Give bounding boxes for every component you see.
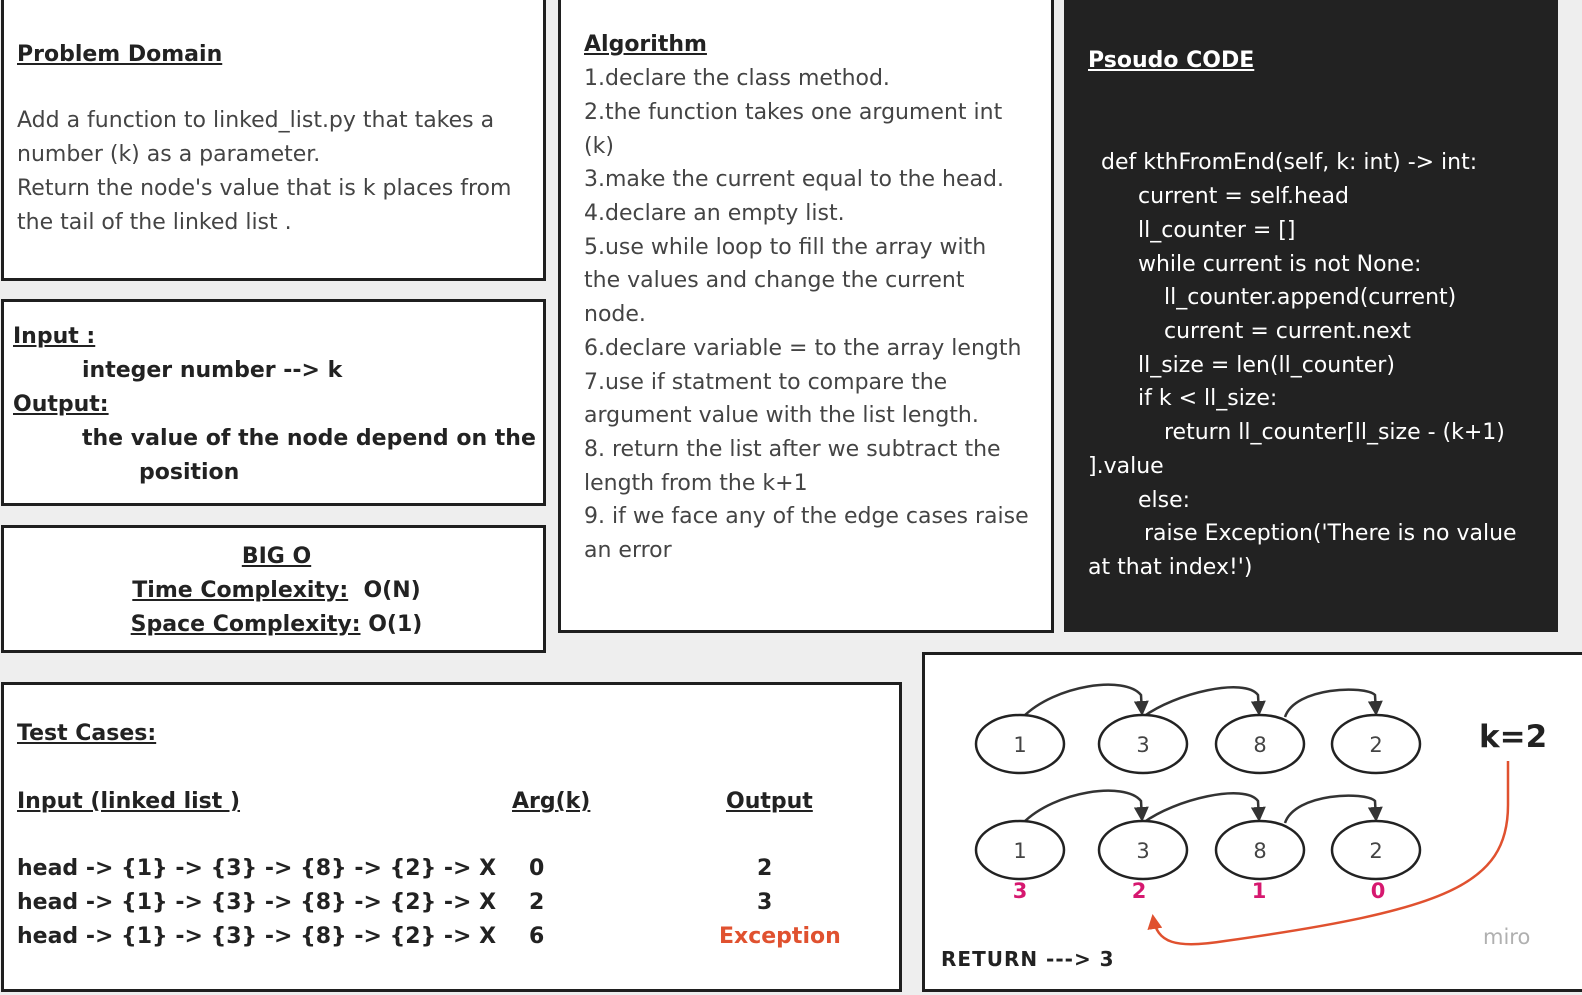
node-value: 1 [1013, 839, 1026, 863]
node-value: 3 [1136, 839, 1149, 863]
algorithm-line: 8. return the list after we subtract the [584, 437, 1001, 462]
algorithm-line: (k) [584, 134, 614, 159]
index-label: 2 [1132, 879, 1147, 903]
code-line: current = self.head [1138, 184, 1349, 209]
algorithm-line: length from the k+1 [584, 471, 808, 496]
next-pointer-arrow [1283, 688, 1383, 718]
test-input: head -> {1} -> {3} -> {8} -> {2} -> X [17, 890, 497, 915]
input-output-card: Input : integer number --> k Output: the… [1, 299, 546, 506]
index-label: 1 [1252, 879, 1267, 903]
big-o-card: BIG O Time Complexity: O(N) Space Comple… [1, 525, 546, 653]
algorithm-line: argument value with the list length. [584, 403, 979, 428]
algorithm-line: 6.declare variable = to the array length [584, 336, 1022, 361]
next-pointer-arrow [1142, 792, 1266, 825]
miro-watermark: miro [1483, 925, 1531, 949]
next-pointer-arrow [1022, 789, 1149, 824]
node-ellipse [1097, 819, 1189, 881]
return-label: RETURN ---> 3 [941, 947, 1115, 971]
code-line: at that index!') [1088, 555, 1253, 580]
algorithm-line: 2.the function takes one argument int [584, 100, 1003, 125]
code-line: ll_counter.append(current) [1164, 285, 1457, 310]
algorithm-title: Algorithm [584, 32, 707, 57]
output-label: Output: [13, 392, 109, 417]
problem-line: number (k) as a parameter. [17, 142, 321, 167]
index-label: 0 [1371, 879, 1386, 903]
pseudo-code-title: Psoudo CODE [1088, 48, 1255, 73]
node-ellipse [1214, 713, 1306, 775]
node-ellipse [1097, 713, 1189, 775]
space-complexity-value: O(1) [368, 612, 423, 637]
diagram-canvas: 1 3 8 2 1 3 8 2 3 2 1 0 [974, 683, 1510, 946]
node-value: 2 [1369, 733, 1382, 757]
k-pointer-arrow [1147, 761, 1510, 946]
test-input: head -> {1} -> {3} -> {8} -> {2} -> X [17, 924, 497, 949]
problem-domain-card: Problem Domain Add a function to linked_… [1, 0, 546, 281]
code-line: ll_counter = [] [1138, 218, 1296, 243]
output-value-cont: position [139, 460, 240, 485]
node-value: 3 [1136, 733, 1149, 757]
algorithm-line: node. [584, 302, 646, 327]
test-output: 3 [757, 890, 773, 915]
code-line: return ll_counter[ll_size - (k+1) [1164, 420, 1505, 445]
test-arg: 0 [529, 856, 545, 881]
code-line: while current is not None: [1138, 252, 1422, 277]
algorithm-card: Algorithm 1.declare the class method. 2.… [558, 0, 1054, 633]
node-ellipse [974, 713, 1066, 775]
code-line: def kthFromEnd(self, k: int) -> int: [1101, 150, 1478, 175]
test-cases-title: Test Cases: [17, 721, 157, 746]
test-cases-card: Test Cases: Input (linked list ) Arg(k) … [1, 682, 902, 992]
problem-line: the tail of the linked list . [17, 210, 292, 235]
code-line: ].value [1088, 454, 1164, 479]
test-input: head -> {1} -> {3} -> {8} -> {2} -> X [17, 856, 497, 881]
input-value: integer number --> k [82, 358, 343, 383]
input-label: Input : [13, 324, 96, 349]
test-output-exception: Exception [719, 924, 841, 949]
code-line: raise Exception('There is no value [1144, 521, 1517, 546]
time-complexity-label: Time Complexity: [132, 578, 349, 603]
code-line: if k < ll_size: [1138, 386, 1278, 411]
test-arg: 2 [529, 890, 545, 915]
algorithm-line: 4.declare an empty list. [584, 201, 845, 226]
algorithm-line: 9. if we face any of the edge cases rais… [584, 504, 1029, 529]
header-input: Input (linked list ) [17, 789, 241, 814]
node-value: 8 [1253, 733, 1266, 757]
index-label: 3 [1013, 879, 1028, 903]
next-pointer-arrow [1142, 686, 1266, 719]
node-value: 8 [1253, 839, 1266, 863]
problem-domain-title: Problem Domain [17, 42, 223, 67]
algorithm-line: 7.use if statment to compare the [584, 370, 948, 395]
algorithm-line: an error [584, 538, 672, 563]
algorithm-line: 3.make the current equal to the head. [584, 167, 1004, 192]
code-line: else: [1138, 488, 1191, 513]
node-ellipse [1330, 819, 1422, 881]
space-complexity-label: Space Complexity: [130, 612, 361, 637]
header-output: Output [726, 789, 813, 814]
code-line: current = current.next [1164, 319, 1411, 344]
next-pointer-arrow [1022, 683, 1149, 718]
test-output: 2 [757, 856, 773, 881]
test-arg: 6 [529, 924, 545, 949]
node-value: 1 [1013, 733, 1026, 757]
header-arg: Arg(k) [512, 789, 591, 814]
big-o-title: BIG O [241, 544, 312, 569]
algorithm-line: the values and change the current [584, 268, 965, 293]
node-value: 2 [1369, 839, 1382, 863]
node-ellipse [1330, 713, 1422, 775]
linked-list-diagram: 1 3 8 2 1 3 8 2 3 2 1 0 k=2 RETURN ---> … [922, 652, 1582, 992]
problem-line: Add a function to linked_list.py that ta… [17, 108, 495, 133]
pseudo-code-card: Psoudo CODE def kthFromEnd(self, k: int)… [1064, 0, 1558, 632]
algorithm-line: 5.use while loop to fill the array with [584, 235, 987, 260]
next-pointer-arrow [1283, 794, 1383, 824]
code-line: ll_size = len(ll_counter) [1138, 353, 1395, 378]
problem-line: Return the node's value that is k places… [17, 176, 512, 201]
node-ellipse [974, 819, 1066, 881]
time-complexity-value: O(N) [363, 578, 421, 603]
k-label: k=2 [1479, 719, 1548, 755]
algorithm-line: 1.declare the class method. [584, 66, 890, 91]
node-ellipse [1214, 819, 1306, 881]
output-value: the value of the node depend on the [82, 426, 536, 451]
